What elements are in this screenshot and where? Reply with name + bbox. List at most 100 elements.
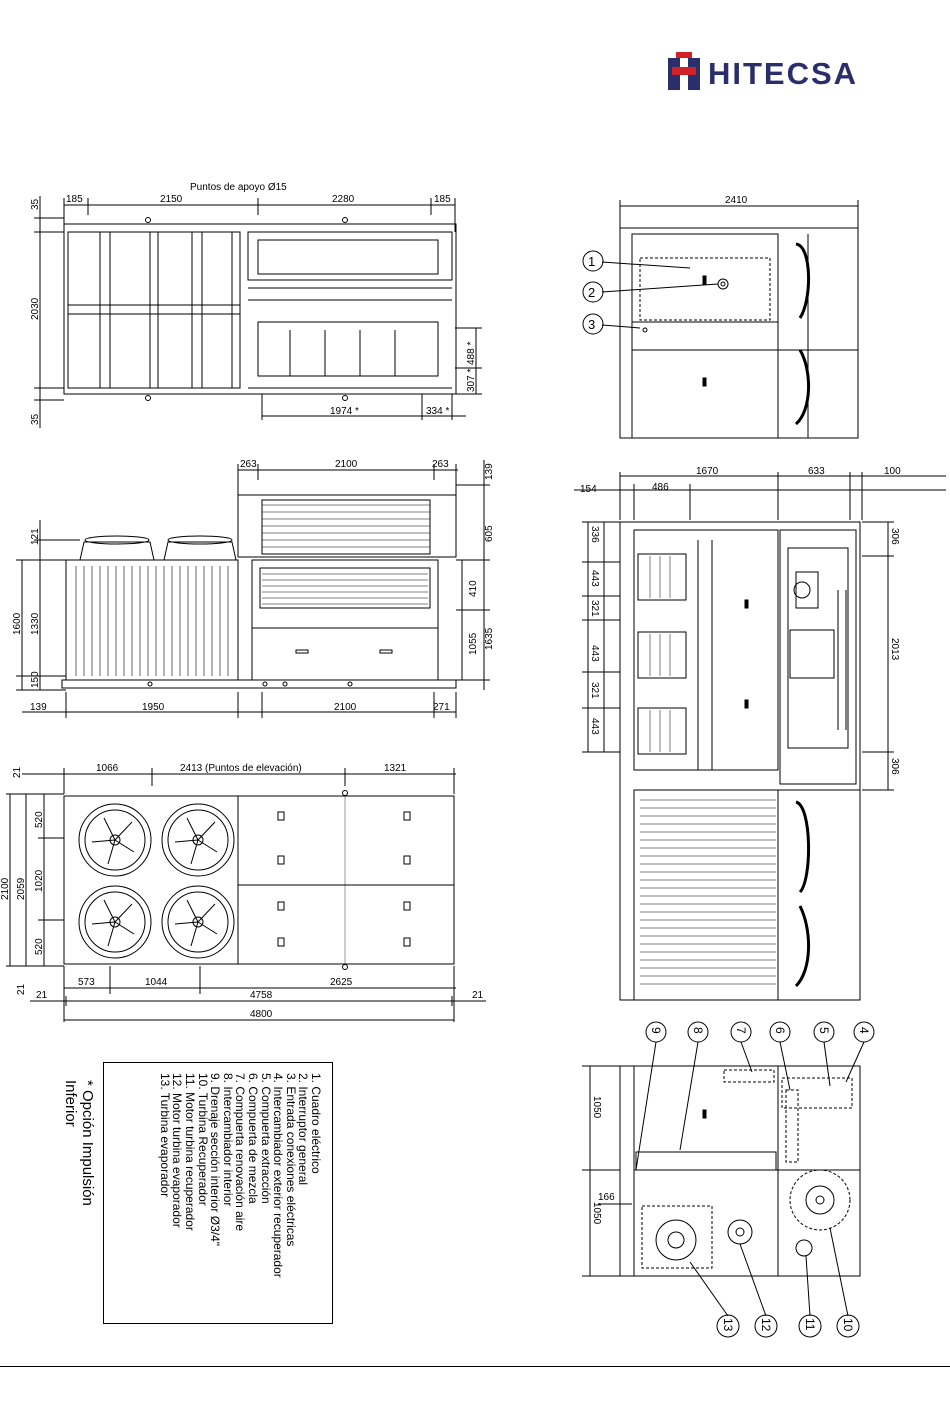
callout-13: 13 [716,1314,740,1338]
dim-486: 486 [652,482,669,493]
dim-1670: 1670 [696,466,719,477]
dim-307: 307 * [466,369,477,392]
callout-9: 9 [645,1021,667,1043]
legend-item: 7. Compuerta renovación aire [233,1073,248,1232]
dim-443-a: 443 [589,570,600,587]
view-plan-fans: 21 1066 2413 (Puntos de elevación) 1321 … [0,763,486,1022]
callout-3: 3 [582,313,604,335]
dim-520-bottom: 520 [34,938,45,955]
dim-139-bottom: 139 [30,702,47,713]
svg-text:3: 3 [588,317,595,332]
component-legend: 1. Cuadro eléctrico 2. Interruptor gener… [157,1073,323,1323]
dim-2150: 2150 [160,194,183,205]
dim-2410: 2410 [725,195,748,206]
view-end-electrical: 2410 1 2 3 [582,195,859,439]
view-plan-components: 1050 1050 166 9 8 7 6 5 4 13 12 11 10 [582,1021,875,1338]
dim-1321: 1321 [384,763,407,774]
callout-5: 5 [813,1021,835,1043]
svg-text:1: 1 [588,254,595,269]
dim-21-top: 21 [12,766,23,778]
legend-item: 5. Compuerta extracción [258,1073,273,1204]
logo-text: HITECSA [708,56,859,91]
legend-item: 10. Turbina Recuperador [195,1073,210,1206]
dim-150: 150 [30,671,41,688]
legend-item: 4. Intercambiador exterior recuperador [271,1073,286,1278]
legend-item: 8. Intercambiador interior [220,1073,235,1207]
callout-12: 12 [754,1314,778,1338]
callout-11: 11 [798,1314,822,1338]
fan-icon [78,803,152,877]
svg-text:6: 6 [773,1027,787,1034]
svg-text:9: 9 [649,1027,663,1034]
dim-605: 605 [484,525,495,542]
dim-263-left: 263 [240,459,257,470]
dim-21-mid: 21 [16,983,27,995]
dim-185-left: 185 [66,194,83,205]
hitecsa-logo: HITECSA [666,52,946,94]
svg-text:13: 13 [721,1318,735,1332]
dim-488: 488 * [466,342,477,365]
svg-text:11: 11 [803,1318,817,1331]
dim-166: 166 [598,1192,615,1203]
legend-item: 3. Entrada conexiones eléctricas [283,1073,298,1247]
view-end-elevation: 1670 633 100 154 486 336 443 321 443 321… [574,466,946,1001]
dim-1050-bottom: 1050 [591,1202,602,1225]
callout-10: 10 [836,1314,860,1338]
callout-8: 8 [687,1021,709,1043]
dim-154: 154 [580,484,597,495]
dim-1055: 1055 [468,632,479,655]
dim-1050-top: 1050 [591,1096,602,1119]
fan-icon [161,803,235,877]
dim-2059: 2059 [16,877,27,900]
dim-2030: 2030 [30,297,41,320]
dim-35-top: 35 [30,198,41,210]
dim-306-bottom: 306 [889,758,900,775]
legend-box [103,1062,333,1324]
dim-520-top: 520 [34,811,45,828]
footer-rule [0,1366,950,1367]
dim-573: 573 [78,977,95,988]
dim-121: 121 [30,528,41,545]
callout-7: 7 [730,1021,752,1043]
condenser-fans [78,803,235,959]
fan-icon [78,885,152,959]
legend-item: 6. Compuerta de mezcla [246,1073,261,1204]
svg-text:12: 12 [759,1318,773,1332]
dim-2100-vertical: 2100 [0,877,11,900]
dim-443-b: 443 [589,645,600,662]
dim-271: 271 [433,702,450,713]
dim-4800: 4800 [250,1009,273,1020]
dim-185-right: 185 [434,194,451,205]
legend-item: 9. Drenaje sección interior Ø3/4" [208,1073,223,1247]
callout-2: 2 [582,281,604,303]
svg-text:7: 7 [734,1027,748,1034]
logo-mark-icon [668,52,700,90]
svg-text:4: 4 [857,1027,871,1034]
dim-633: 633 [808,466,825,477]
support-points-title: Puntos de apoyo Ø15 [190,182,287,193]
dim-321-a: 321 [589,600,600,617]
legend-item: 12. Motor turbina evaporador [170,1073,185,1228]
svg-text:2: 2 [588,285,595,300]
dim-336: 336 [589,526,600,543]
dim-2100-top: 2100 [335,459,358,470]
legend-item: 13. Turbina evaporador [157,1073,172,1198]
dim-1020: 1020 [34,869,45,892]
dim-1635: 1635 [484,627,495,650]
dim-100: 100 [884,466,901,477]
dim-2100-bottom: 2100 [334,702,357,713]
legend-item: 11. Motor turbina recuperador [183,1073,198,1231]
dim-1066: 1066 [96,763,119,774]
dim-410: 410 [468,580,479,597]
view-side-elevation: 263 2100 263 139 605 410 1635 1055 121 1… [12,459,495,718]
svg-text:10: 10 [841,1318,855,1332]
legend-item: 2. Interruptor general [296,1073,311,1186]
svg-text:8: 8 [691,1027,705,1034]
dim-1044: 1044 [145,977,168,988]
dim-4758: 4758 [250,990,273,1001]
callout-6: 6 [769,1021,791,1043]
dim-1950: 1950 [142,702,165,713]
dim-35-bottom: 35 [30,413,41,425]
dim-2280: 2280 [332,194,355,205]
